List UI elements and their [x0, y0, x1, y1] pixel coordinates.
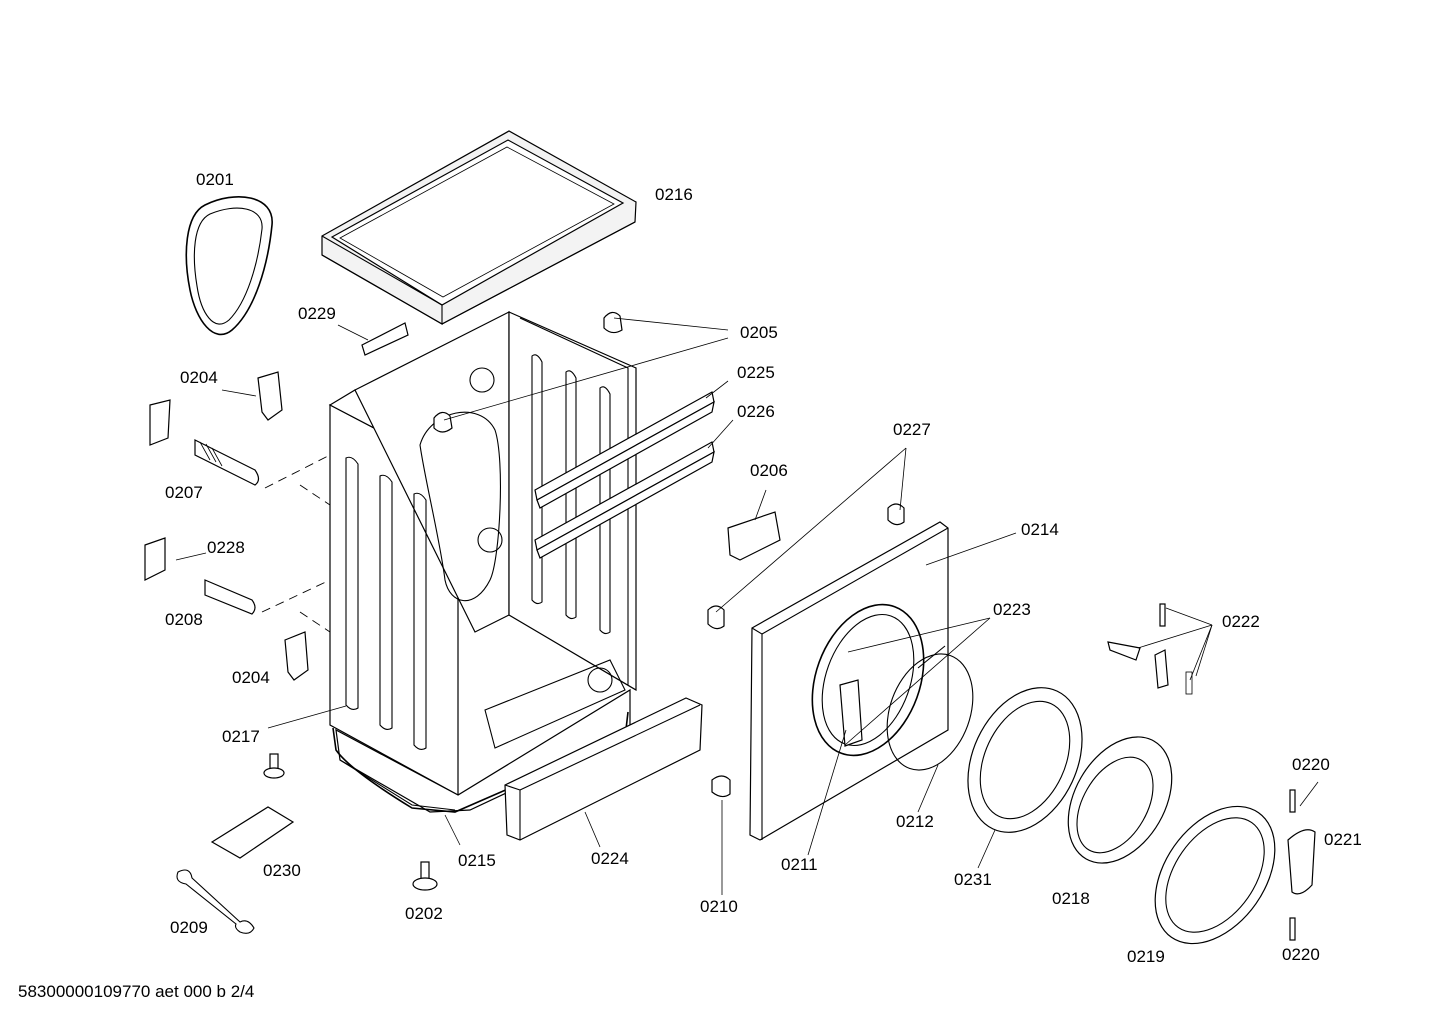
- label-0215: 0215: [458, 851, 496, 870]
- label-0210: 0210: [700, 897, 738, 916]
- label-0202: 0202: [405, 904, 443, 923]
- label-0222: 0222: [1222, 612, 1260, 631]
- label-0217: 0217: [222, 727, 260, 746]
- part-0204-bracket-upper[interactable]: [257, 371, 283, 421]
- leader-lines: [175, 317, 1319, 895]
- label-0206: 0206: [750, 461, 788, 480]
- document-code: 58300000109770 aet 000 b 2/4: [18, 982, 254, 1001]
- part-0218-door-glass[interactable]: [1047, 719, 1193, 882]
- part-0211-hinge[interactable]: [839, 679, 863, 747]
- part-0227-clip-a[interactable]: [887, 503, 905, 526]
- part-0214-front-panel[interactable]: [749, 521, 949, 841]
- label-0220-upper: 0220: [1292, 755, 1330, 774]
- label-0214: 0214: [1021, 520, 1059, 539]
- part-0225-rail[interactable]: [534, 391, 715, 509]
- part-0220-pin-lower[interactable]: [1289, 917, 1296, 941]
- label-0225: 0225: [737, 363, 775, 382]
- label-0205: 0205: [740, 323, 778, 342]
- part-0209-spanner[interactable]: [176, 869, 255, 934]
- part-0216-worktop[interactable]: [321, 130, 637, 325]
- part-0226-rail[interactable]: [534, 441, 715, 559]
- part-0227-clip-b[interactable]: [707, 605, 725, 630]
- part-0220-pin-upper[interactable]: [1289, 789, 1296, 813]
- part-0219-outer-ring[interactable]: [1130, 784, 1299, 966]
- label-0230: 0230: [263, 861, 301, 880]
- label-0208: 0208: [165, 610, 203, 629]
- label-0224: 0224: [591, 849, 629, 868]
- label-0218: 0218: [1052, 889, 1090, 908]
- part-0223-spring[interactable]: [917, 645, 946, 669]
- part-0230-plate[interactable]: [210, 806, 295, 859]
- part-0204-bracket-lower[interactable]: [284, 631, 309, 681]
- label-0204-lower: 0204: [232, 668, 270, 687]
- part-0229-bracket[interactable]: [361, 322, 409, 356]
- label-0229: 0229: [298, 304, 336, 323]
- label-0226: 0226: [737, 402, 775, 421]
- part-labels: 0201 0216 0229 0205 0204 0225 0226 0207 …: [165, 170, 1362, 966]
- label-0221: 0221: [1324, 830, 1362, 849]
- label-0231: 0231: [954, 870, 992, 889]
- label-0207: 0207: [165, 483, 203, 502]
- label-0212: 0212: [896, 812, 934, 831]
- label-0204: 0204: [180, 368, 218, 387]
- part-0201-gasket[interactable]: [185, 196, 273, 336]
- label-0209: 0209: [170, 918, 208, 937]
- part-0208-shock-absorber[interactable]: [204, 579, 256, 615]
- part-0205-clip-lower[interactable]: [433, 411, 453, 433]
- part-foot-upper[interactable]: [263, 753, 285, 779]
- part-0207-shock-absorber[interactable]: [149, 399, 260, 486]
- part-0202-foot[interactable]: [412, 861, 438, 891]
- label-0228: 0228: [207, 538, 245, 557]
- label-0216: 0216: [655, 185, 693, 204]
- label-0211: 0211: [781, 855, 818, 874]
- label-0220-lower: 0220: [1282, 945, 1320, 964]
- part-0205-clip-upper[interactable]: [603, 311, 623, 334]
- part-0215-base[interactable]: [332, 711, 629, 813]
- label-0201: 0201: [196, 170, 234, 189]
- label-0219: 0219: [1127, 947, 1165, 966]
- part-0231-door-ring[interactable]: [946, 669, 1104, 851]
- part-0228-bracket[interactable]: [144, 537, 166, 581]
- alignment-lines: [261, 454, 331, 633]
- part-0224-plinth-cover[interactable]: [504, 697, 703, 841]
- label-0223: 0223: [993, 600, 1031, 619]
- part-0217-cabinet[interactable]: [328, 311, 637, 813]
- part-0221-handle[interactable]: [1287, 829, 1316, 895]
- part-0210-knob[interactable]: [711, 775, 731, 798]
- part-0212-glass[interactable]: [872, 642, 988, 782]
- label-0227: 0227: [893, 420, 931, 439]
- part-0222-handle-parts[interactable]: [1107, 603, 1193, 695]
- part-0206-door-lock[interactable]: [727, 511, 781, 561]
